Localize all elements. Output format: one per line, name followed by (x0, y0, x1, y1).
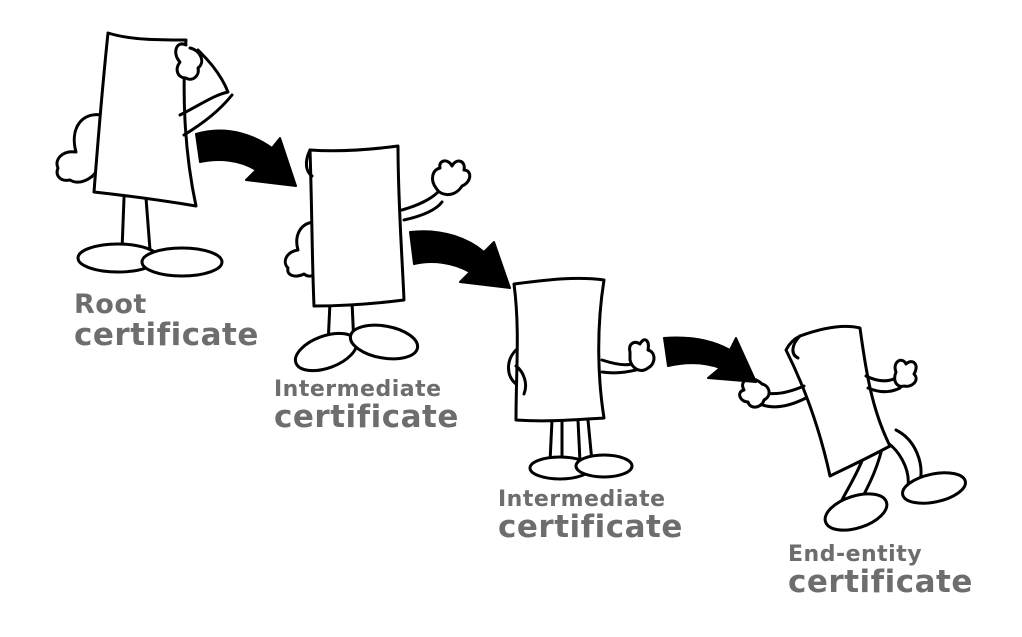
end-entity-label-line2: certificate (788, 564, 973, 601)
root-certificate-character (55, 31, 234, 278)
root-label-line1: Root (74, 289, 147, 320)
intermediate-certificate-1-character (283, 144, 472, 373)
arrow-root-to-intermediate-1 (195, 129, 297, 187)
intermediate-2-label-line1: Intermediate (498, 487, 666, 512)
end-entity-certificate-label: End-entity certificate (788, 543, 973, 599)
arrow-intermediate-1-to-intermediate-2 (409, 230, 511, 289)
root-label-line2: certificate (74, 317, 259, 354)
intermediate-certificate-2-character (507, 276, 656, 481)
intermediate-certificate-1-label: Intermediate certificate (274, 378, 459, 434)
intermediate-1-label-line2: certificate (274, 399, 459, 436)
intermediate-1-label-line1: Intermediate (274, 377, 442, 402)
intermediate-certificate-2-label: Intermediate certificate (498, 488, 683, 544)
chain-arrows (195, 129, 757, 383)
end-entity-label-line1: End-entity (788, 542, 923, 567)
end-entity-certificate-character (738, 324, 967, 532)
intermediate-2-label-line2: certificate (498, 509, 683, 546)
arrow-intermediate-2-to-end-entity (663, 336, 757, 383)
root-certificate-label: Root certificate (74, 289, 259, 354)
